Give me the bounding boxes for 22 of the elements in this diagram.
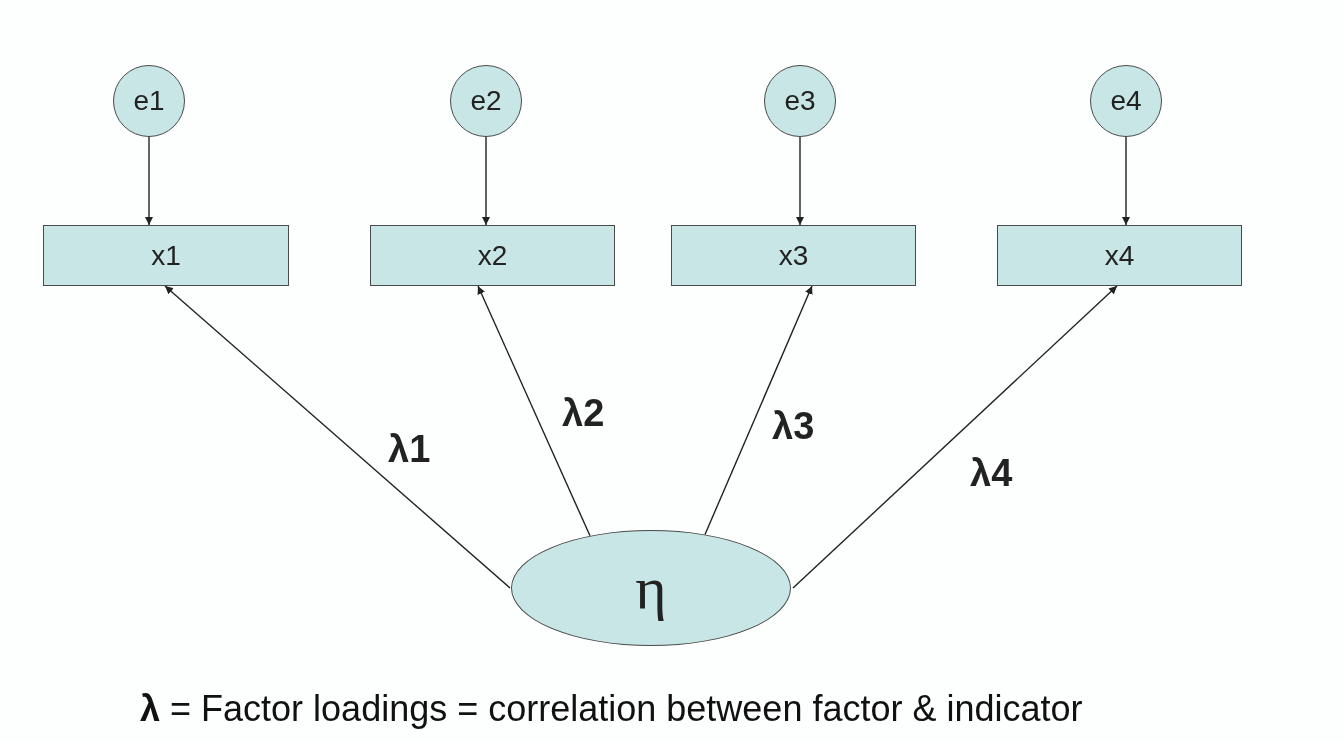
error-circle: e3 [764, 65, 836, 137]
arrow [796, 136, 804, 226]
indicator-box: x4 [997, 225, 1242, 286]
arrow [482, 136, 490, 226]
arrow [792, 285, 1118, 589]
error-circle: e2 [450, 65, 522, 137]
arrow [704, 285, 813, 536]
edge-label: λ4 [970, 452, 1013, 495]
note-text: λ = Factor loadings = correlation between factor & indicator [140, 688, 1083, 730]
edge-label: λ1 [388, 428, 431, 471]
indicator-box: x3 [671, 225, 916, 286]
error-circle: e1 [113, 65, 185, 137]
arrow [164, 285, 511, 589]
factor-ellipse: η [511, 530, 791, 646]
indicator-box: x1 [43, 225, 289, 286]
arrow [145, 136, 153, 226]
arrow [477, 285, 591, 537]
error-circle: e4 [1090, 65, 1162, 137]
edge-label: λ3 [772, 405, 815, 448]
indicator-box: x2 [370, 225, 615, 286]
arrow [1122, 136, 1130, 226]
edge-label: λ2 [562, 392, 605, 435]
